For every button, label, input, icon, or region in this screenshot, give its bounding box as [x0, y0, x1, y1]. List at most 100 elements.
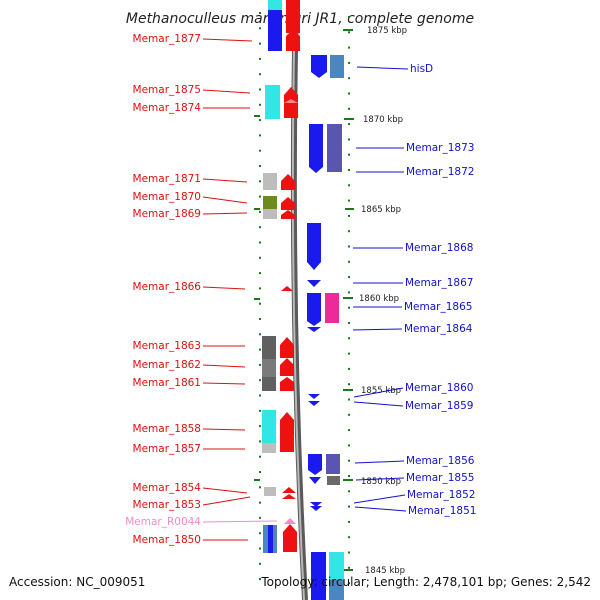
gene-label[interactable]: Memar_1873: [406, 142, 474, 154]
gene-label[interactable]: Memar_1858: [133, 423, 201, 435]
gene-arrow[interactable]: [281, 174, 295, 190]
gene-arrow[interactable]: [307, 293, 321, 326]
gene-arrow[interactable]: [282, 487, 296, 493]
rna-arrow[interactable]: [284, 518, 296, 524]
gene-arrow[interactable]: [280, 412, 294, 452]
gene-arrow[interactable]: [281, 197, 295, 210]
gene-block[interactable]: [265, 85, 280, 103]
gene-label[interactable]: Memar_1855: [406, 472, 474, 484]
rail-dot: [348, 92, 350, 95]
gene-arrow[interactable]: [281, 210, 295, 219]
rail-dot: [348, 77, 350, 80]
gene-label[interactable]: Memar_1856: [406, 455, 475, 467]
gene-label[interactable]: Memar_1866: [133, 281, 202, 293]
leader-line: [202, 364, 246, 368]
gene-block[interactable]: [263, 173, 277, 190]
gene-label[interactable]: hisD: [410, 63, 433, 75]
gene-block[interactable]: [327, 476, 340, 485]
gene-arrow[interactable]: [307, 280, 321, 287]
rail-dot: [259, 119, 261, 122]
gene-label[interactable]: Memar_1872: [406, 166, 474, 178]
gene-label[interactable]: Memar_1868: [405, 242, 473, 254]
gene-block[interactable]: [268, 33, 282, 51]
gene-arrow[interactable]: [310, 502, 322, 507]
gene-block[interactable]: [325, 293, 339, 323]
gene-label[interactable]: Memar_1871: [133, 173, 201, 185]
rail-dot: [259, 333, 261, 336]
gene-block[interactable]: [262, 443, 276, 453]
gene-label[interactable]: Memar_1861: [133, 377, 201, 389]
gene-label[interactable]: Memar_1860: [405, 382, 473, 394]
gene-arrow[interactable]: [307, 223, 321, 270]
gene-block[interactable]: [268, 0, 282, 10]
gene-label[interactable]: Memar_R0044: [125, 516, 201, 528]
gene-arrow[interactable]: [280, 377, 294, 391]
gene-arrow[interactable]: [281, 286, 293, 291]
gene-arrow[interactable]: [309, 477, 321, 484]
gene-block[interactable]: [327, 124, 342, 172]
gene-label[interactable]: Memar_1852: [407, 489, 475, 501]
gene-arrow[interactable]: [286, 0, 300, 33]
gene-arrow[interactable]: [280, 337, 294, 358]
gene-label[interactable]: Memar_1875: [133, 84, 201, 96]
gene-label[interactable]: Memar_1853: [133, 499, 201, 511]
kbp-label: 1870 kbp: [363, 115, 403, 125]
gene-arrow[interactable]: [283, 524, 297, 552]
gene-arrow[interactable]: [309, 124, 323, 173]
kbp-label: 1860 kbp: [359, 294, 399, 304]
gene-label[interactable]: Memar_1862: [133, 359, 201, 371]
gene-label[interactable]: Memar_1877: [133, 33, 201, 45]
rail-dot: [348, 551, 350, 554]
leader-line: [354, 506, 407, 512]
gene-label[interactable]: Memar_1854: [133, 482, 202, 494]
gene-block[interactable]: [262, 377, 276, 391]
gene-label[interactable]: Memar_1869: [133, 208, 201, 220]
rail-dot: [259, 73, 261, 76]
gene-label[interactable]: Memar_1859: [405, 400, 473, 412]
gene-arrow[interactable]: [308, 394, 320, 399]
gene-block[interactable]: [262, 359, 276, 377]
rail-dot: [348, 459, 350, 462]
gene-label[interactable]: Memar_1874: [133, 102, 202, 114]
gene-label[interactable]: Memar_1851: [408, 505, 476, 517]
topology-text: Topology: circular; Length: 2,478,101 bp…: [260, 575, 591, 589]
gene-label[interactable]: Memar_1863: [133, 340, 201, 352]
gene-arrow[interactable]: [282, 494, 296, 499]
gene-arrow[interactable]: [280, 358, 294, 376]
gene-label[interactable]: Memar_1870: [133, 191, 201, 203]
gene-label[interactable]: Memar_1867: [405, 277, 473, 289]
gene-block[interactable]: [330, 55, 344, 78]
leader-line: [202, 382, 246, 385]
gene-arrow[interactable]: [308, 401, 320, 406]
gene-block[interactable]: [263, 209, 277, 219]
gene-arrow[interactable]: [286, 30, 300, 51]
gene-block[interactable]: [329, 552, 344, 580]
gene-block[interactable]: [265, 103, 280, 119]
gene-arrow[interactable]: [307, 327, 321, 332]
gene-arrow[interactable]: [311, 55, 327, 78]
rail-dot: [348, 413, 350, 416]
gene-label[interactable]: Memar_1865: [404, 301, 472, 313]
leader-line: [355, 477, 405, 481]
gene-block[interactable]: [262, 336, 276, 359]
rail-dot: [259, 547, 261, 550]
gene-label[interactable]: Memar_1857: [133, 443, 201, 455]
rail-tick: [254, 479, 260, 481]
gene-arrow[interactable]: [310, 506, 322, 511]
rail-dot: [259, 226, 261, 229]
gene-block[interactable]: [262, 410, 276, 443]
gene-block[interactable]: [268, 10, 282, 33]
rail-dot: [348, 582, 350, 585]
gene-block[interactable]: [311, 552, 326, 600]
gene-label[interactable]: Memar_1864: [404, 323, 473, 335]
gene-block[interactable]: [329, 580, 344, 600]
rail-dot: [348, 107, 350, 110]
gene-block[interactable]: [263, 196, 277, 209]
rail-dot: [259, 210, 261, 213]
gene-block[interactable]: [264, 487, 276, 496]
gene-arrow[interactable]: [308, 454, 322, 475]
leader-line: [353, 387, 404, 398]
gene-block[interactable]: [326, 454, 340, 474]
gene-label[interactable]: Memar_1850: [133, 534, 201, 546]
